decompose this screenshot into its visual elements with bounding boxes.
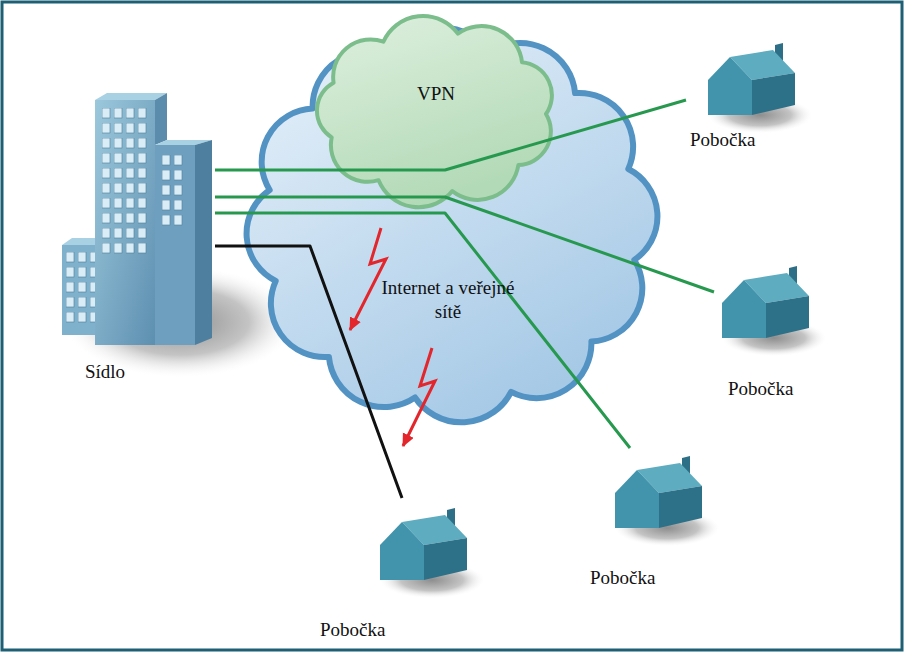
branch-office: Pobočka <box>686 35 811 157</box>
internet-cloud: Internet a veřejné sítě VPN <box>255 35 655 415</box>
node-label: Pobočka <box>690 128 755 152</box>
cloud-shape <box>247 28 658 423</box>
branch-house-icon <box>708 43 812 133</box>
cloud-outline <box>312 18 560 205</box>
branch-office: Pobočka <box>588 448 713 593</box>
node-label: Sídlo <box>85 360 125 384</box>
branch-office: Pobočka <box>714 255 839 405</box>
node-label: VPN <box>376 82 496 106</box>
node-label: Pobočka <box>728 377 793 401</box>
node-label: Pobočka <box>590 566 655 590</box>
branch-house-icon <box>722 266 826 356</box>
node-label: Pobočka <box>320 618 385 642</box>
branch-house-icon <box>380 508 484 598</box>
cloud-shape <box>317 16 552 207</box>
branch-house-icon <box>615 456 719 546</box>
headquarters-building: Sídlo <box>45 92 215 397</box>
branch-office: Pobočka <box>318 498 478 646</box>
node-label: Internet a veřejné sítě <box>378 276 518 324</box>
vpn-cloud: VPN <box>312 18 560 205</box>
